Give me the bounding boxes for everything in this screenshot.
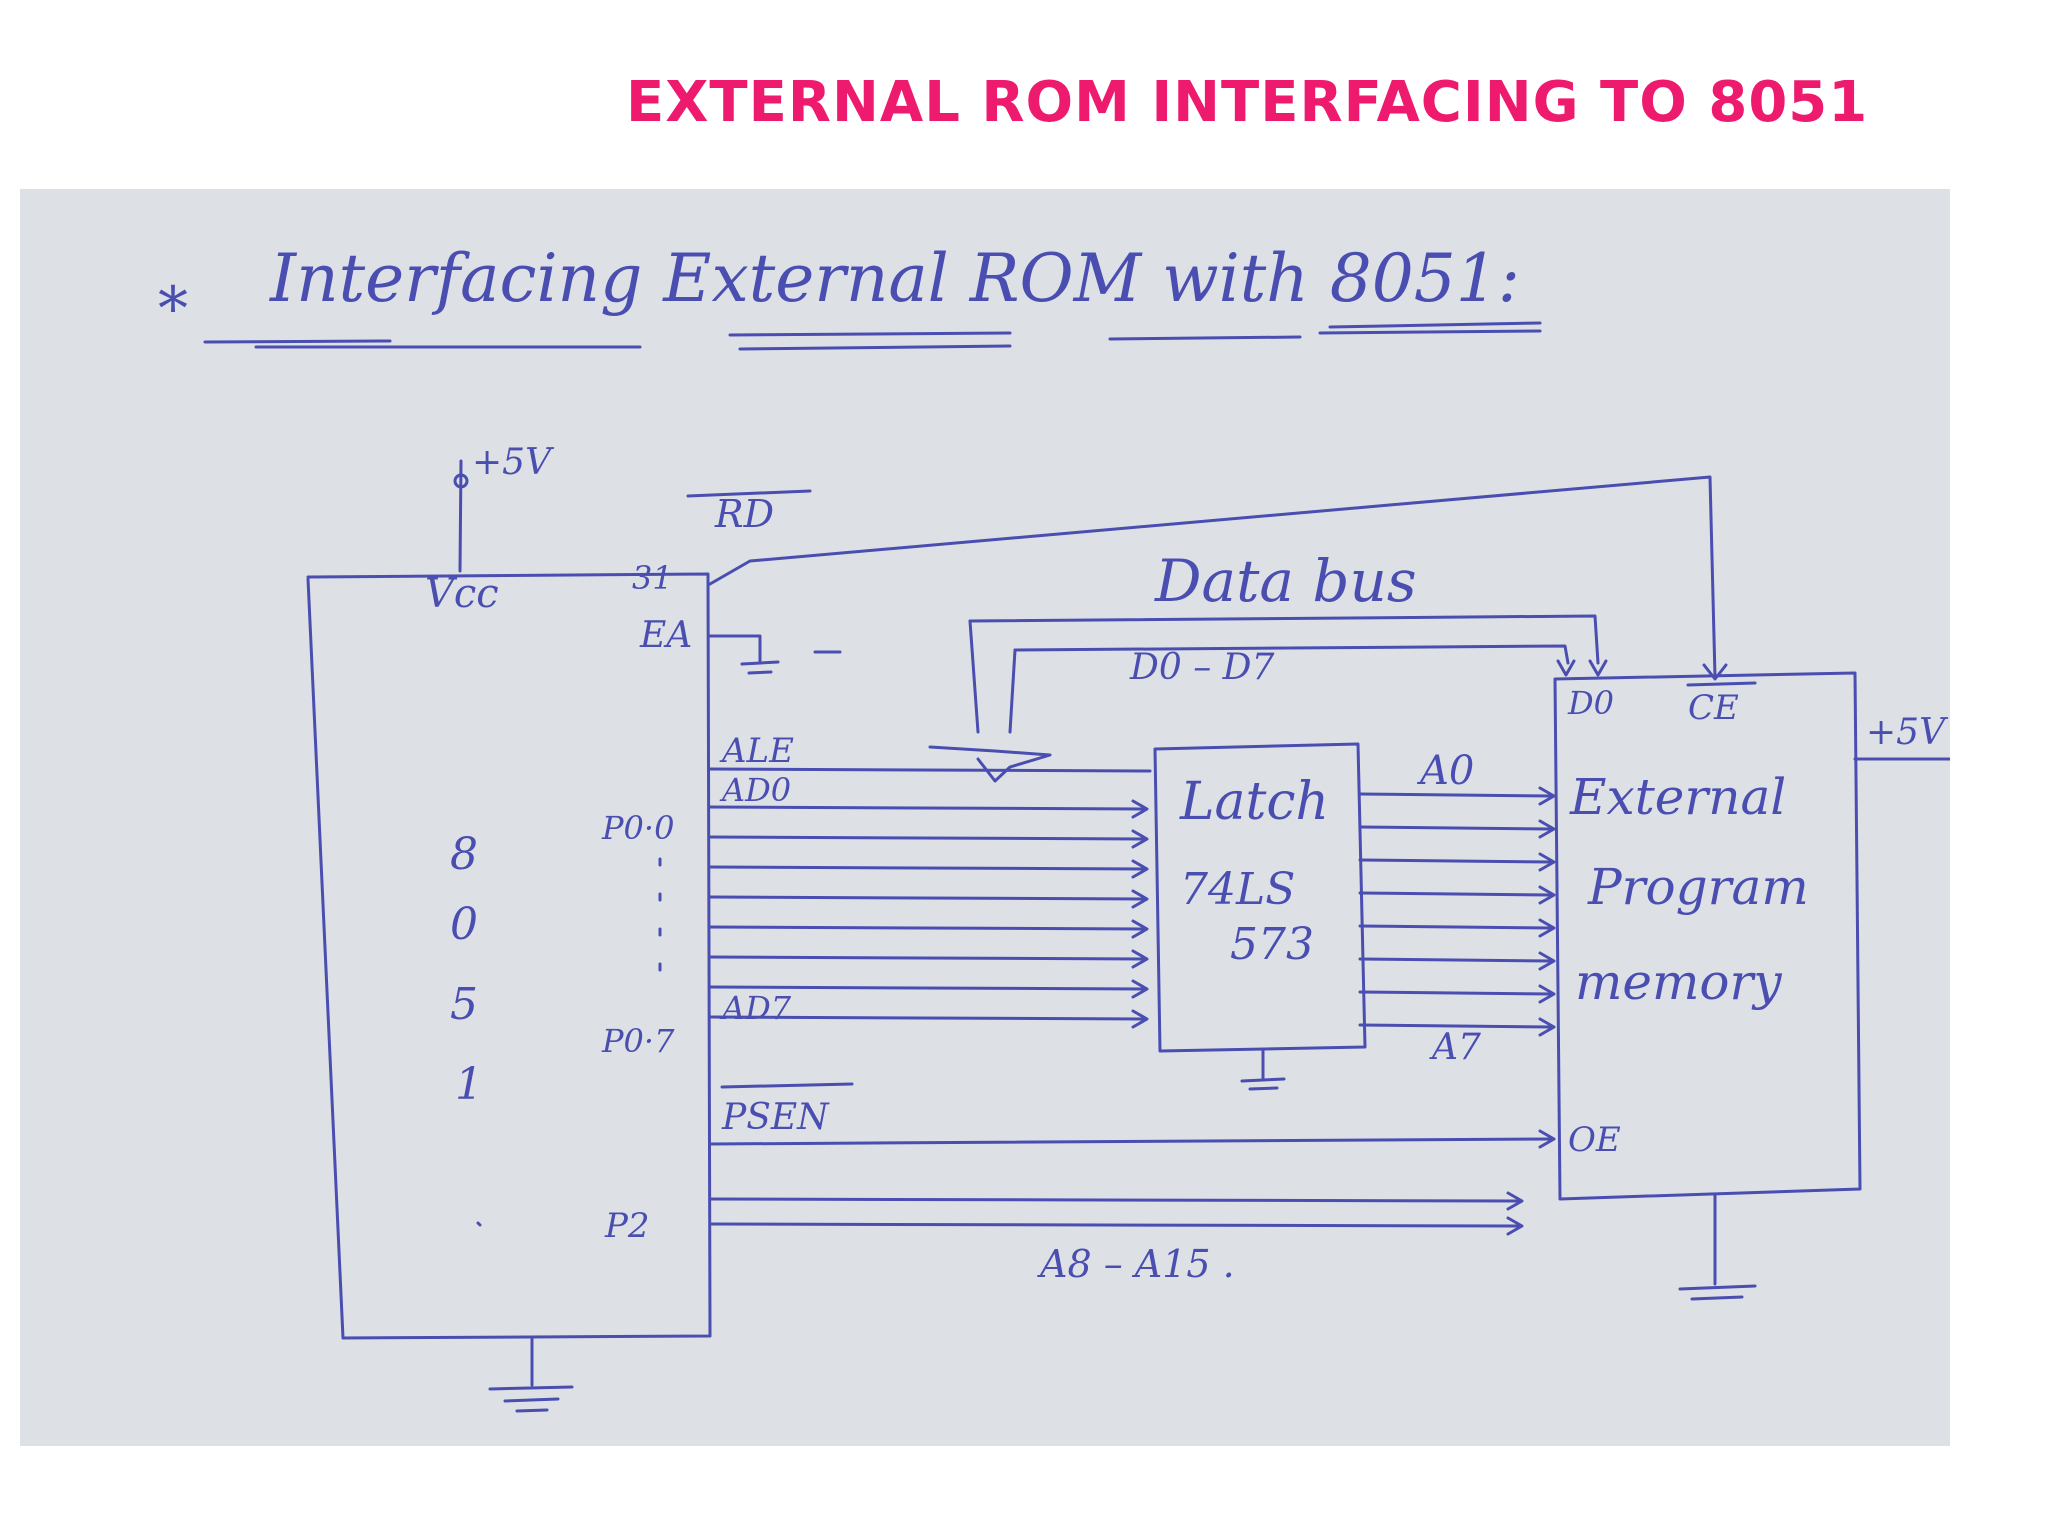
latch-body [1153,742,1367,1053]
addr-high-label: A8 – A15 . [1037,1242,1235,1286]
data-bus-arrows [1556,659,1608,677]
ea-ground [740,660,780,675]
ce-overbar [1686,681,1757,687]
memory-title-line-1: External [1569,768,1786,826]
psen-wire [708,1137,1554,1146]
memory-ground [1678,1192,1757,1301]
memory-body [1553,671,1862,1201]
latch-ground [1240,1047,1286,1091]
heading-underline-double [738,329,1542,351]
rd-overbar [686,489,812,498]
mcu-name-8: 8 [450,829,478,880]
rd-wire [708,475,1717,679]
ad-bus-lines [708,799,1149,1029]
p2-bus [708,1197,1522,1228]
memory-supply-label: +5V [1866,712,1949,753]
heading-underline [203,321,1542,349]
p2-label: P2 [604,1206,650,1246]
mcu-body [306,572,712,1340]
heading-star: * [158,274,188,344]
memory-d0-label: D0 [1567,684,1614,722]
vcc-supply-label: +5V [472,442,555,483]
memory-oe-label: OE [1568,1120,1621,1160]
mcu-name-0: 0 [450,899,478,950]
paper-background [20,189,1950,1446]
vcc-wire [458,459,463,573]
oe-arrow [1538,1129,1556,1149]
data-bus-junction [928,745,1052,783]
vcc-pin-label: Vcc [425,571,499,617]
a0-label: A0 [1416,748,1474,794]
ad0-label: AD0 [719,771,791,809]
latch-part-bottom: 573 [1230,919,1314,970]
p2-arrows [1506,1191,1524,1236]
circuit-sketch-photo: * Interfacing External ROM with 8051: +5… [20,189,1950,1446]
mcu-name-1: 1 [455,1059,483,1110]
memory-title-line-3: memory [1575,953,1782,1011]
ea-label: EA [639,615,692,656]
data-bus-left [968,619,1017,734]
pin-31-label: 31 [632,559,673,597]
port0-first-label: P0·0 [601,809,674,847]
ad7-label: AD7 [719,989,792,1027]
latch-name: Latch [1179,772,1329,832]
address-low-lines [1358,786,1556,1037]
ea-wire [708,634,762,664]
memory-title-line-2: Program [1587,858,1809,916]
ale-label: ALE [719,731,794,771]
port0-last-label: P0·7 [601,1022,675,1060]
data-bus-inner [1013,644,1570,665]
psen-overbar [720,1082,854,1089]
psen-label: PSEN [721,1097,830,1138]
ale-wire [708,767,1152,773]
vcc-terminal [453,473,469,489]
latch-part-top: 74LS [1180,864,1295,915]
rd-label: RD [714,492,774,536]
ce-arrow [1702,663,1728,681]
memory-ce-label: CE [1688,688,1739,728]
sketch-heading: Interfacing External ROM with 8051: [269,240,1520,317]
data-bus-label: Data bus [1154,547,1417,615]
mcu-dot [476,1221,482,1227]
mcu-name-5: 5 [450,979,478,1030]
data-bus-outer [968,614,1600,665]
d-range-label: D0 – D7 [1129,647,1275,688]
slide-title: EXTERNAL ROM INTERFACING TO 8051 [626,70,1869,135]
a7-label: A7 [1429,1027,1481,1068]
mcu-ground [488,1337,574,1413]
